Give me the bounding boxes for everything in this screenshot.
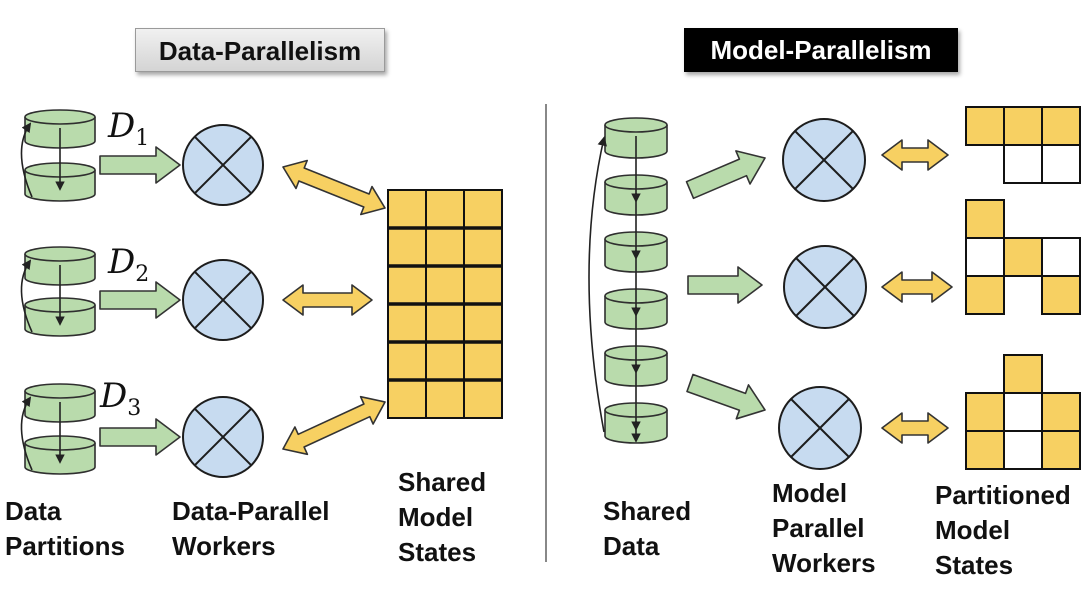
- partition-1-cell: [1003, 144, 1043, 184]
- model-parallel-workers-label: Model Parallel Workers: [772, 478, 876, 578]
- shared-model-state-cell: [463, 303, 503, 343]
- partition-2-cell: [1041, 275, 1081, 315]
- worker-partition-arrow: [881, 271, 953, 303]
- shared-model-state-cell: [463, 341, 503, 381]
- partition-to-worker-arrow: [99, 281, 181, 319]
- partition-2-cell: [1041, 237, 1081, 277]
- data-parallel-worker-icon: [182, 259, 264, 341]
- data-to-worker-arrow: [686, 373, 766, 420]
- worker-partition-arrow: [881, 412, 949, 444]
- partition-label-d1: D1: [108, 106, 150, 151]
- partition-to-worker-arrow: [99, 146, 181, 184]
- data-parallelism-title: Data-Parallelism: [135, 28, 385, 72]
- shared-model-state-cell: [387, 265, 427, 305]
- partitioned-model-states-label: Partitioned Model States: [935, 480, 1071, 580]
- partition-1-cell: [1041, 106, 1081, 146]
- partition-label-d2: D2: [108, 242, 150, 287]
- shared-model-state-cell: [425, 227, 465, 267]
- shared-model-state-cell: [463, 189, 503, 229]
- partition-3-cell: [1041, 392, 1081, 432]
- partition-3-cell: [1003, 392, 1043, 432]
- partition-loop-arrow: [20, 259, 33, 333]
- shared-model-state-cell: [463, 265, 503, 305]
- shared-model-state-cell: [387, 379, 427, 419]
- partition-2-cell: [1003, 237, 1043, 277]
- model-parallel-worker-icon: [783, 245, 867, 329]
- model-parallelism-title: Model-Parallelism: [684, 28, 958, 72]
- shared-model-state-cell: [425, 379, 465, 419]
- worker-sync-arrow: [282, 395, 386, 456]
- shared-model-state-cell: [387, 341, 427, 381]
- partition-3-cell: [1003, 354, 1043, 394]
- partition-loop-arrow: [20, 396, 33, 471]
- partition-label-d3: D3: [100, 376, 142, 421]
- shared-model-state-cell: [425, 189, 465, 229]
- partition-1-cell: [965, 106, 1005, 146]
- partition-2-cell: [965, 237, 1005, 277]
- worker-sync-arrow: [282, 159, 386, 216]
- shared-model-state-cell: [425, 265, 465, 305]
- shared-model-state-cell: [463, 227, 503, 267]
- shared-data-label: Shared Data: [603, 496, 692, 561]
- shared-model-state-cell: [425, 303, 465, 343]
- partition-3-cell: [1041, 430, 1081, 470]
- model-parallel-worker-icon: [782, 118, 866, 202]
- model-parallel-worker-icon: [778, 386, 862, 470]
- data-to-worker-arrow: [687, 266, 763, 304]
- partition-3-cell: [965, 430, 1005, 470]
- partition-1-cell: [1003, 106, 1043, 146]
- partition-2-cell: [965, 199, 1005, 239]
- partition-2-cell: [965, 275, 1005, 315]
- partition-loop-arrow: [20, 122, 33, 198]
- shared-model-state-cell: [387, 303, 427, 343]
- shared-model-state-cell: [425, 341, 465, 381]
- shared-model-state-cell: [463, 379, 503, 419]
- data-partition-cylinder: [24, 246, 96, 286]
- shared-model-states-label: Shared Model States: [398, 467, 487, 567]
- partition-1-cell: [1041, 144, 1081, 184]
- worker-partition-arrow: [881, 139, 949, 171]
- worker-sync-arrow: [282, 284, 373, 316]
- data-parallel-worker-icon: [182, 124, 264, 206]
- shared-model-state-cell: [387, 227, 427, 267]
- data-parallel-workers-label: Data-Parallel Workers: [172, 496, 330, 561]
- data-parallel-worker-icon: [182, 396, 264, 478]
- data-partitions-label: Data Partitions: [5, 496, 125, 561]
- partition-3-cell: [965, 392, 1005, 432]
- partition-to-worker-arrow: [99, 418, 181, 456]
- shared-data-loop-arrow: [588, 136, 607, 433]
- partition-3-cell: [1003, 430, 1043, 470]
- shared-model-state-cell: [387, 189, 427, 229]
- data-to-worker-arrow: [685, 150, 766, 200]
